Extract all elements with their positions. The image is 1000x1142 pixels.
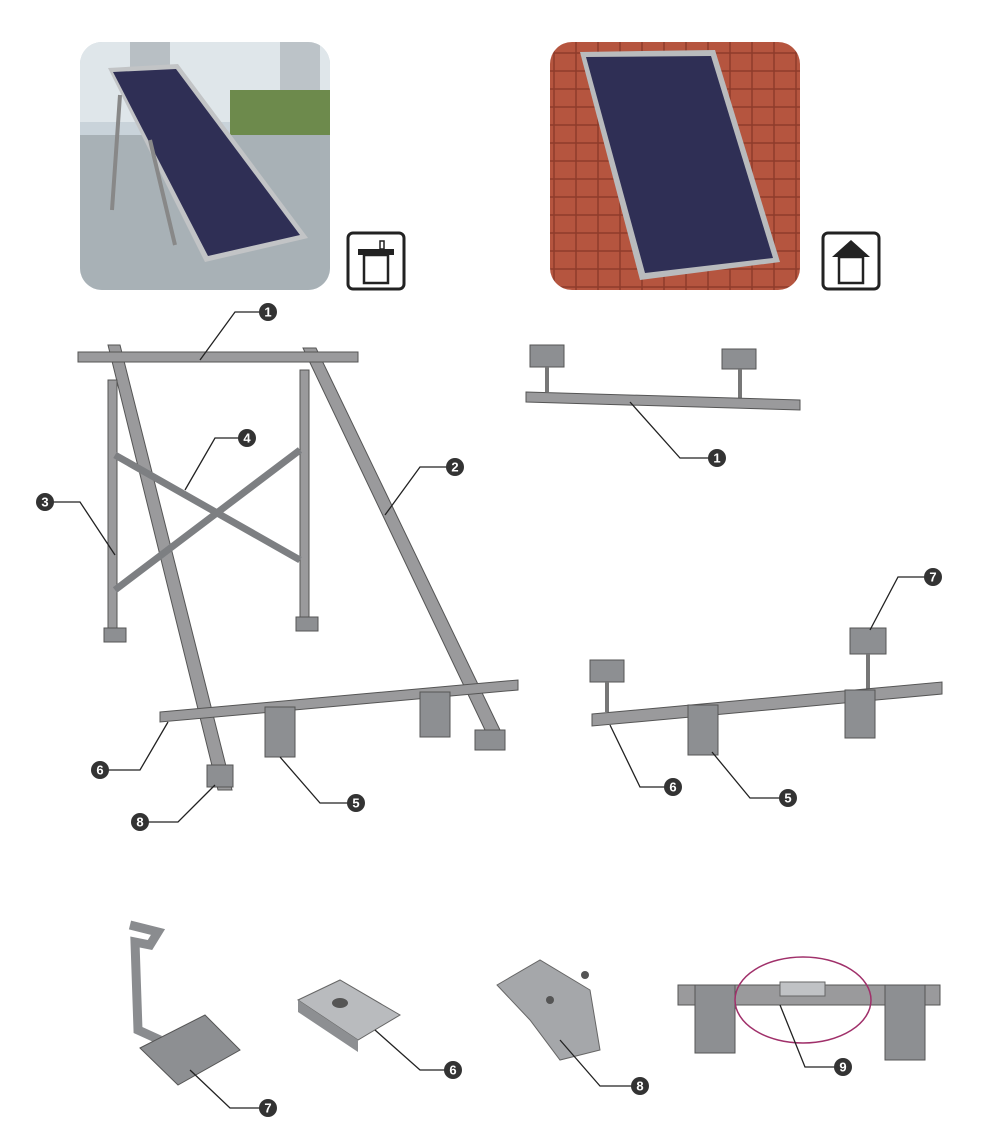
callout-8: 8	[636, 1079, 643, 1094]
callouts-pitched: 1 7 6 5	[609, 401, 942, 807]
pitched-rail-top	[525, 344, 801, 411]
pitched-roof-icon	[821, 231, 881, 291]
flat-roof-frame	[77, 344, 519, 791]
callout-7: 7	[264, 1101, 271, 1116]
callouts-flat: 1 2 3 4 6 8 5	[36, 303, 464, 831]
callout-6: 6	[96, 763, 103, 778]
flat-roof-icon	[346, 231, 406, 291]
callout-5: 5	[784, 791, 791, 806]
part-roof-hook	[128, 920, 241, 1086]
callout-9: 9	[839, 1060, 846, 1075]
part-rail-joint	[677, 956, 941, 1061]
callout-1: 1	[264, 305, 271, 320]
flat-roof-photo	[80, 42, 330, 290]
callout-6: 6	[449, 1063, 456, 1078]
pitched-rail-bottom	[589, 627, 943, 756]
pitched-roof-photo	[550, 42, 800, 290]
callout-7: 7	[929, 570, 936, 585]
callout-1: 1	[713, 451, 720, 466]
part-foot	[496, 959, 601, 1061]
callout-6: 6	[669, 780, 676, 795]
callout-2: 2	[451, 460, 458, 475]
callout-8: 8	[136, 815, 143, 830]
callout-5: 5	[352, 796, 359, 811]
callouts-parts: 7 6 8 9	[189, 1004, 852, 1117]
highlight-ellipse	[734, 956, 872, 1044]
callout-3: 3	[41, 495, 48, 510]
callout-4: 4	[243, 431, 251, 446]
part-clamp	[296, 979, 401, 1052]
